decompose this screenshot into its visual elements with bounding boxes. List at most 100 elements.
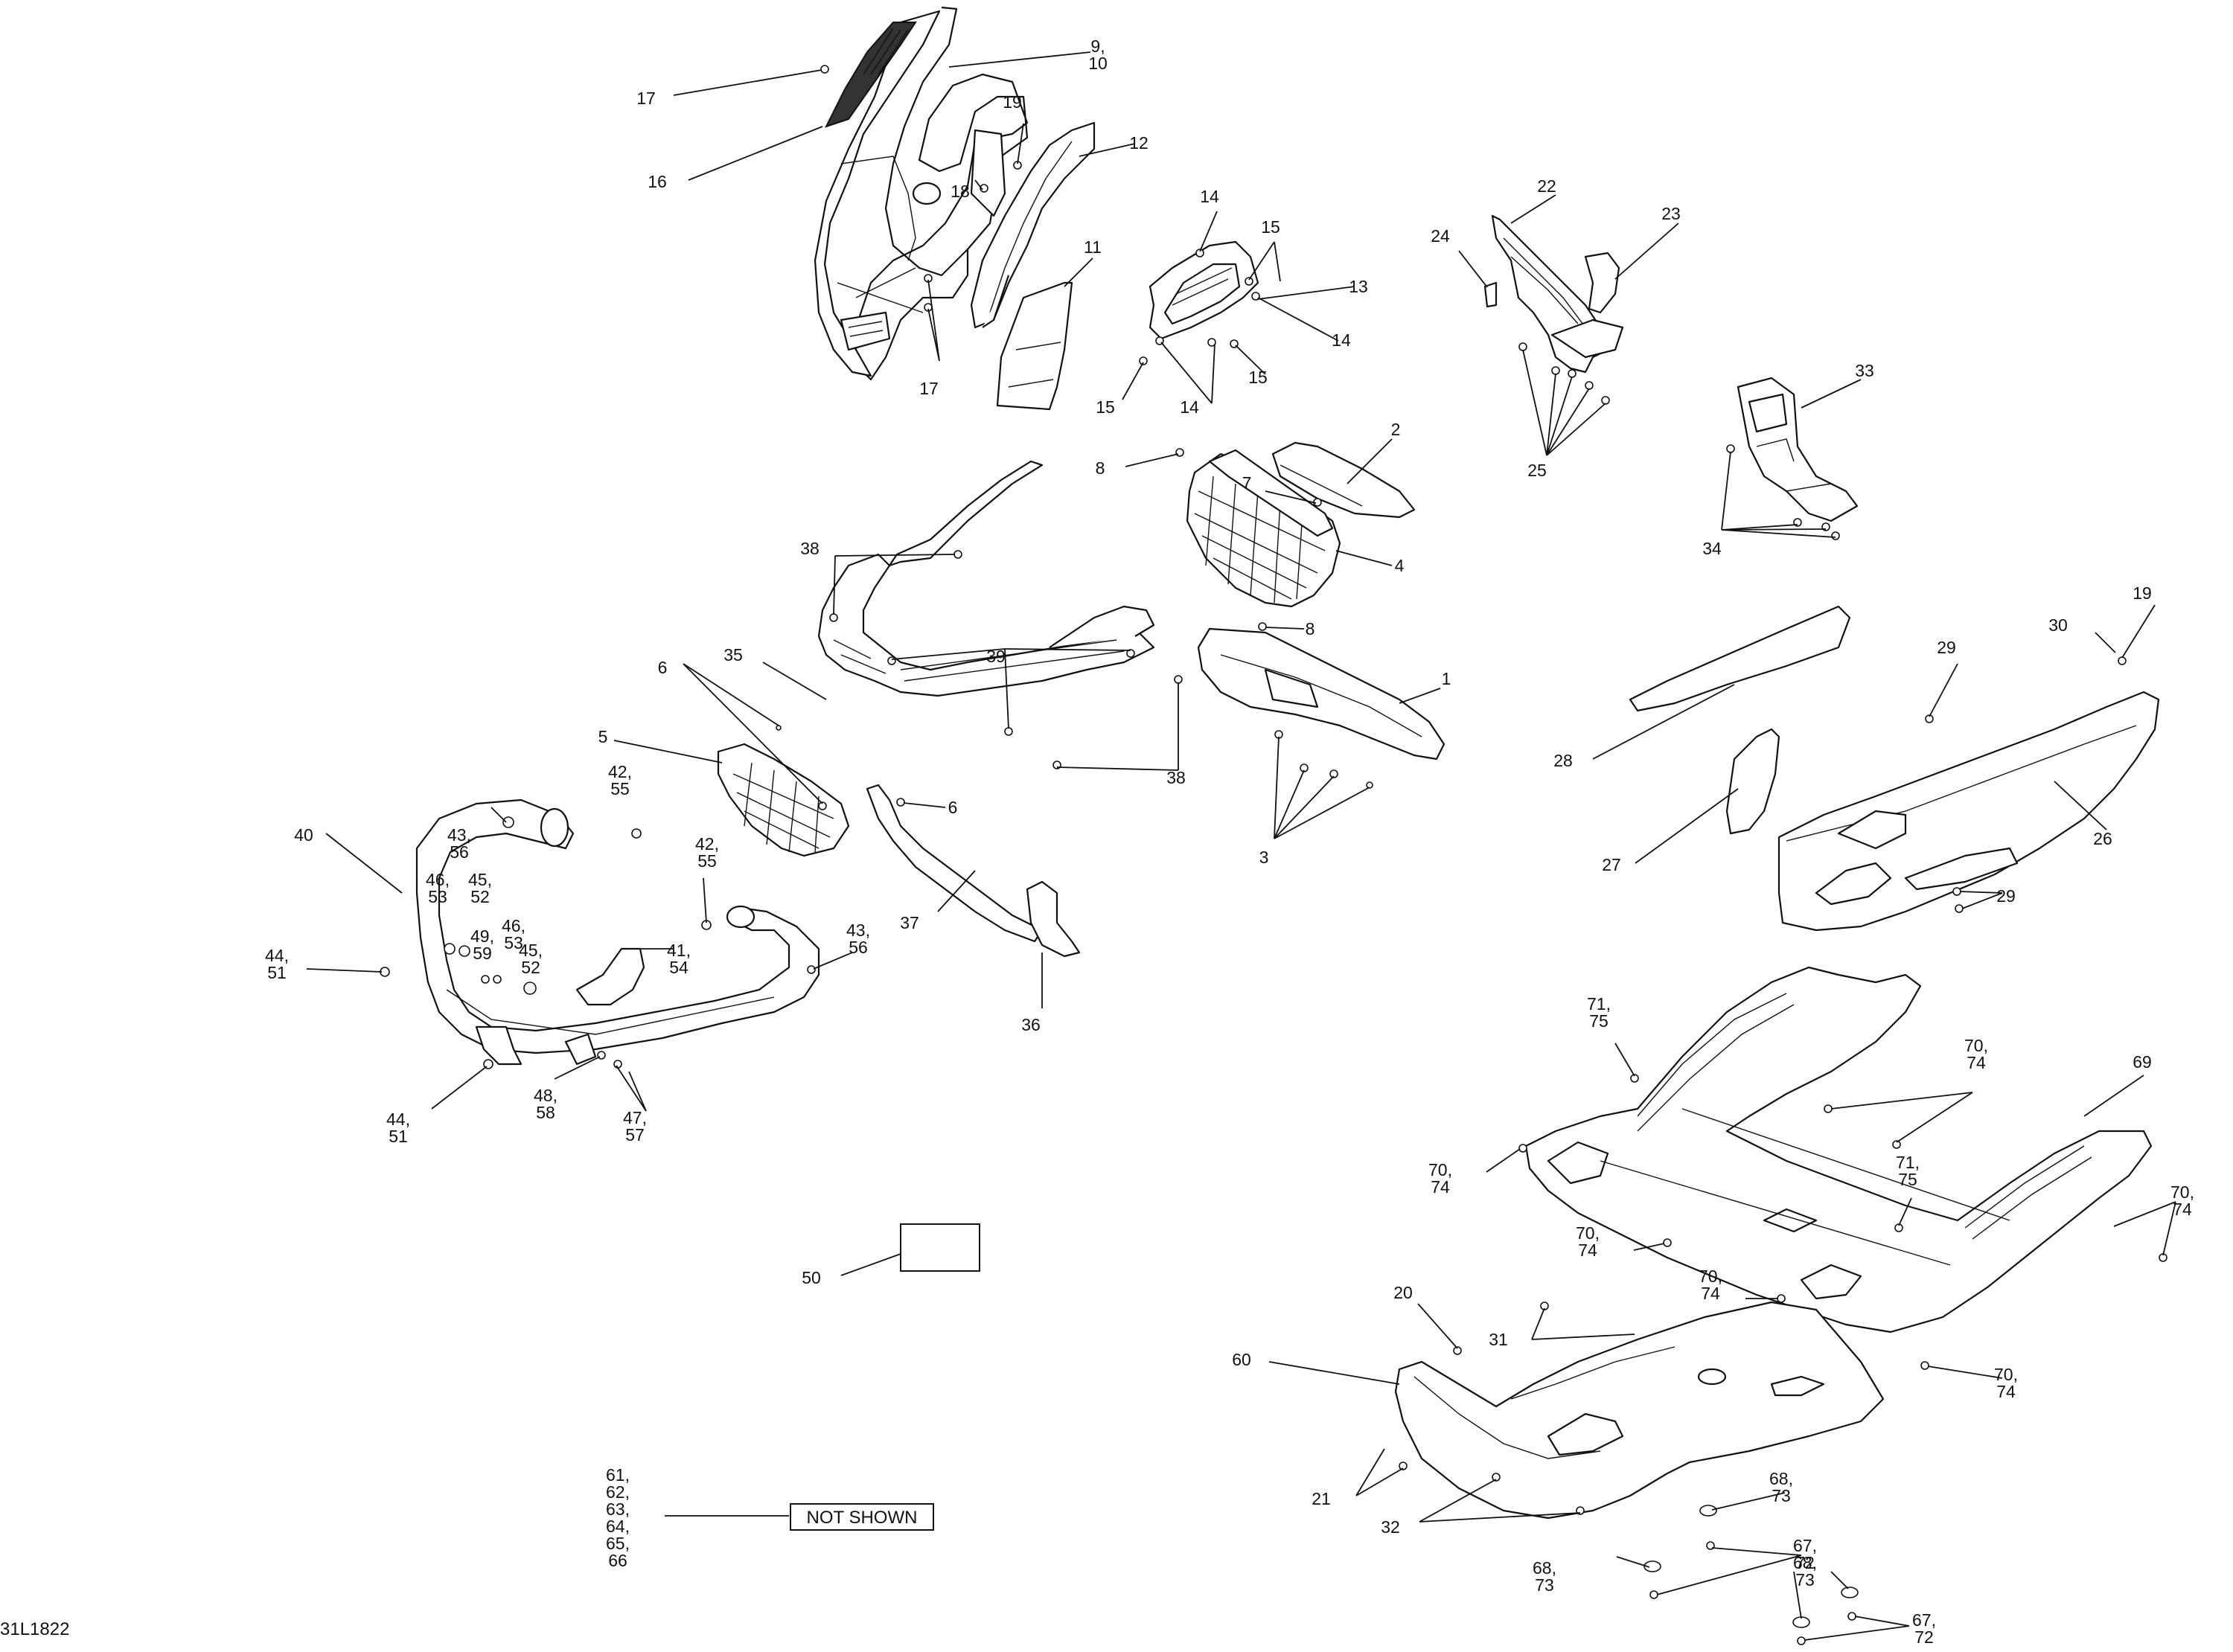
callout-line: 38	[1166, 768, 1186, 787]
callout-c18: 18	[951, 182, 970, 201]
callout-c43b: 43,56	[846, 921, 870, 957]
callout-line: 60	[1232, 1350, 1251, 1369]
part-small-grille-5	[717, 743, 850, 857]
callout-line: 68,	[1769, 1469, 1793, 1488]
callout-c47: 47,57	[623, 1108, 647, 1144]
callout-line: 3	[1259, 848, 1269, 867]
callout-line: 8	[1096, 458, 1105, 478]
callout-line: 6	[948, 798, 958, 817]
callout-c17b: 17	[919, 379, 939, 398]
callout-line: 44,	[386, 1110, 410, 1129]
callout-line: 70,	[2170, 1182, 2194, 1202]
callout-line: 35	[723, 645, 743, 665]
callout-c6b: 6	[948, 798, 958, 817]
callout-c45a: 45,52	[468, 870, 492, 906]
callout-line: 8	[1306, 619, 1315, 638]
callout-line: 31	[1489, 1330, 1508, 1349]
callout-line: 74	[1578, 1240, 1597, 1260]
part-bracket-41	[575, 947, 645, 1006]
callout-line: 20	[1393, 1283, 1413, 1302]
callout-line: 55	[697, 851, 717, 871]
callout-c60: 60	[1232, 1350, 1251, 1369]
callout-line: 56	[849, 938, 868, 957]
callout-line: 27	[1602, 855, 1621, 874]
callout-line: 34	[1702, 539, 1722, 558]
callout-c61: 61,62,63,64,65,66	[606, 1465, 630, 1570]
callout-c14a: 14	[1200, 187, 1219, 206]
callout-c3: 3	[1259, 848, 1269, 867]
callout-line: 71,	[1896, 1153, 1920, 1172]
callout-line: 25	[1527, 461, 1547, 480]
callout-c38a: 38	[800, 539, 820, 558]
callout-line: 29	[1996, 886, 2016, 906]
callout-line: 46,	[426, 870, 450, 889]
callout-line: 44,	[265, 946, 289, 965]
callout-line: 11	[1084, 237, 1102, 257]
callout-line: 14	[1180, 397, 1199, 417]
callout-c45b: 45,52	[519, 941, 543, 977]
callout-c4: 4	[1395, 556, 1405, 575]
callout-line: 24	[1431, 226, 1450, 246]
callout-c41: 41,54	[667, 941, 691, 977]
callout-c2: 2	[1391, 420, 1401, 439]
callout-line: 1	[1442, 669, 1451, 688]
callout-line: 69	[2133, 1052, 2152, 1072]
callout-c16: 16	[648, 172, 667, 191]
part-side-panel-26	[1777, 691, 2160, 932]
callout-c44a: 44,51	[265, 946, 289, 982]
callout-c12: 12	[1129, 133, 1149, 153]
callout-line: 19	[1003, 92, 1022, 112]
callout-line: 73	[1772, 1486, 1791, 1505]
part-front-bumper-40	[415, 798, 820, 1066]
callout-labels: 9,10171619121811171415131415141522242325…	[265, 36, 2194, 1647]
callout-c70e: 70,74	[1699, 1267, 1722, 1303]
callout-line: 61,	[606, 1465, 630, 1485]
callout-line: 21	[1312, 1489, 1331, 1508]
callout-c32: 32	[1381, 1517, 1400, 1537]
callout-line: 43,	[846, 921, 870, 940]
callout-line: 72	[1914, 1627, 1934, 1647]
callout-line: 72	[1795, 1553, 1815, 1572]
part-pad-28	[1629, 605, 1851, 712]
callout-line: 18	[951, 182, 970, 201]
callout-c13: 13	[1349, 277, 1368, 296]
callout-line: 10	[1088, 54, 1108, 73]
callout-c8a: 8	[1096, 458, 1105, 478]
callout-line: 75	[1589, 1011, 1609, 1031]
callout-line: 59	[473, 944, 492, 963]
callout-line: 65,	[606, 1534, 630, 1553]
callout-c42b: 42,55	[695, 834, 719, 871]
callout-line: 74	[1967, 1053, 1986, 1072]
callout-line: 4	[1395, 556, 1405, 575]
callout-c70a: 70,74	[1964, 1036, 1988, 1072]
callout-line: 14	[1332, 330, 1351, 350]
part-skid-plate-69	[1524, 966, 2153, 1334]
callout-c70f: 70,74	[1994, 1365, 2018, 1401]
callout-line: 32	[1381, 1517, 1400, 1537]
callout-c9: 9,10	[1088, 36, 1108, 73]
callout-c19a: 19	[1003, 92, 1022, 112]
callout-line: 23	[1661, 204, 1681, 223]
callout-c23: 23	[1661, 204, 1681, 223]
callout-line: 38	[800, 539, 820, 558]
callout-line: 17	[919, 379, 939, 398]
fasteners	[380, 65, 2167, 1645]
callout-c17a: 17	[636, 89, 656, 108]
callout-line: 37	[900, 913, 919, 932]
callout-line: 70,	[1428, 1160, 1452, 1179]
part-bracket-37	[866, 784, 1081, 958]
callout-c39: 39	[986, 647, 1006, 666]
part-skid-plate-60	[1394, 1301, 1885, 1520]
callout-line: 50	[802, 1268, 821, 1287]
callout-line: 51	[267, 963, 287, 982]
callout-line: 66	[608, 1551, 627, 1570]
drawing-reference-number: 31L1822	[0, 1619, 69, 1639]
callout-line: 15	[1248, 368, 1268, 387]
callout-c48: 48,58	[534, 1086, 558, 1122]
callout-line: 26	[2093, 829, 2112, 848]
part-bracket-33	[1737, 377, 1859, 522]
callout-c5: 5	[598, 727, 608, 746]
callout-c33: 33	[1855, 361, 1874, 380]
callout-line: 74	[2173, 1200, 2192, 1219]
